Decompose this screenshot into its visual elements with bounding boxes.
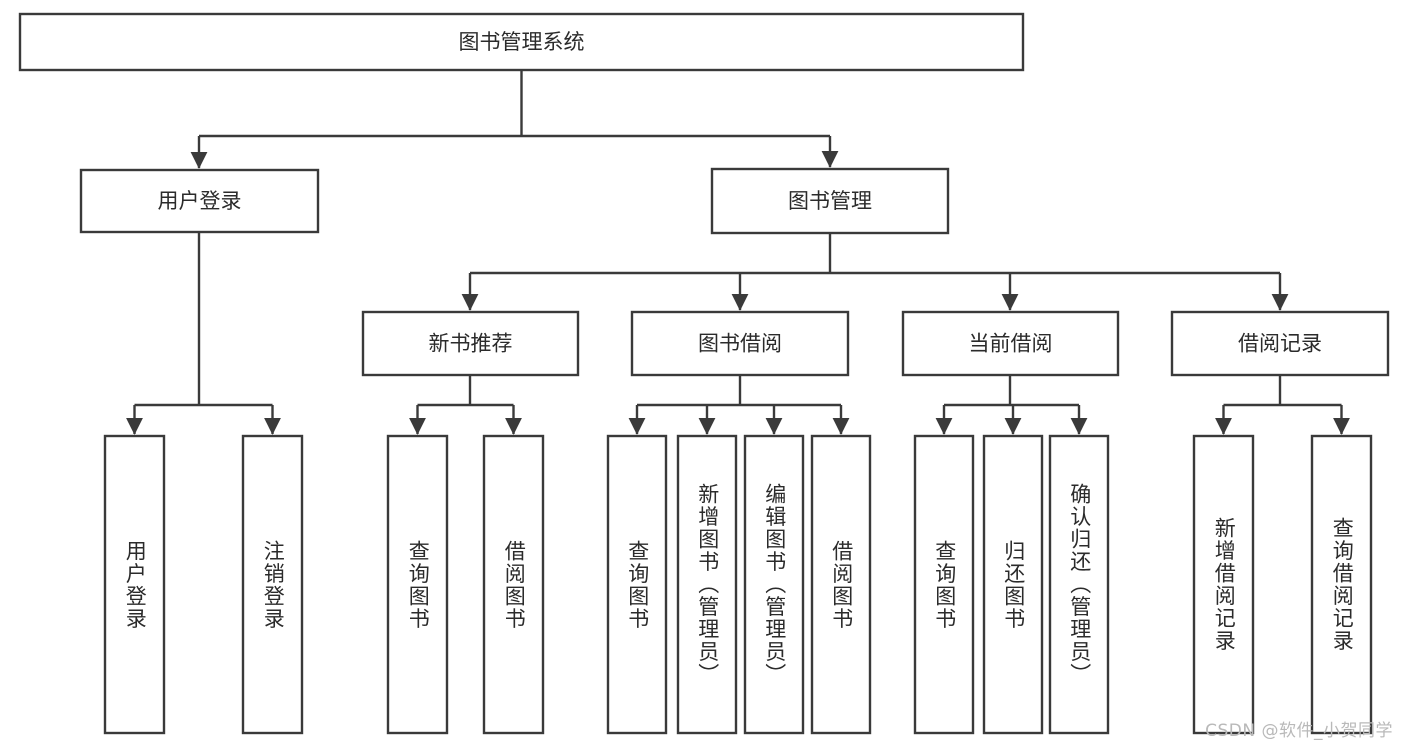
node-rect [1170, 310, 1390, 377]
node-book-borrow[interactable]: 图书借阅 [630, 310, 850, 377]
node-label: 图书管理系统 [459, 30, 585, 54]
node-label: 图书管理 [788, 189, 872, 213]
leaf-node-leaf-return-book[interactable] [982, 434, 1044, 735]
node-book-manage[interactable]: 图书管理 [710, 167, 950, 235]
leaf-node-leaf-confirm-return[interactable] [1048, 434, 1110, 735]
node-label: 当前借阅 [969, 332, 1053, 356]
leaf-node-leaf-user-login[interactable] [103, 434, 166, 735]
node-current-borrow[interactable]: 当前借阅 [901, 310, 1120, 377]
node-rect [710, 167, 950, 235]
node-label: 新书推荐 [429, 332, 513, 356]
node-user-login[interactable]: 用户登录 [79, 168, 320, 234]
leaf-rect [482, 434, 545, 735]
connector-group-user-login [126, 232, 281, 435]
leaf-rect [1192, 434, 1255, 735]
leaf-node-leaf-add-record[interactable] [1192, 434, 1255, 735]
leaf-rect [676, 434, 738, 735]
node-new-book-rec[interactable]: 新书推荐 [361, 310, 580, 377]
leaf-node-leaf-borrow-book-2[interactable] [810, 434, 872, 735]
node-label: 借阅记录 [1238, 332, 1322, 356]
connector-group-current-borrow [935, 375, 1088, 435]
node-label: 用户登录 [158, 189, 242, 213]
leaf-rect [386, 434, 449, 735]
node-rect [18, 12, 1025, 72]
leaf-rect [743, 434, 805, 735]
leaf-node-leaf-logout[interactable] [241, 434, 304, 735]
leaf-rect [606, 434, 668, 735]
node-rect [630, 310, 850, 377]
leaf-node-leaf-borrow-book-1[interactable] [482, 434, 545, 735]
leaf-node-leaf-edit-book[interactable] [743, 434, 805, 735]
node-label: 图书借阅 [698, 332, 782, 356]
node-rect [901, 310, 1120, 377]
leaf-rect [982, 434, 1044, 735]
leaf-node-leaf-query-record[interactable] [1310, 434, 1373, 735]
leaf-node-leaf-query-book-3[interactable] [913, 434, 975, 735]
leaf-rect [913, 434, 975, 735]
connector-group-root [190, 70, 839, 169]
leaf-node-leaf-query-book-2[interactable] [606, 434, 668, 735]
leaf-rect [103, 434, 166, 735]
leaf-node-leaf-query-book-1[interactable] [386, 434, 449, 735]
leaf-node-leaf-add-book[interactable] [676, 434, 738, 735]
leaf-rect [1048, 434, 1110, 735]
leaf-rect [810, 434, 872, 735]
leaf-rect [241, 434, 304, 735]
connector-group-new-book-rec [409, 375, 522, 435]
node-root[interactable]: 图书管理系统 [18, 12, 1025, 72]
leaf-rect [1310, 434, 1373, 735]
node-rect [361, 310, 580, 377]
connector-group-borrow-record [1215, 375, 1350, 435]
csdn-watermark: CSDN @软件_小贺同学 [1205, 721, 1393, 741]
connector-group-book-manage [461, 233, 1289, 311]
node-borrow-record[interactable]: 借阅记录 [1170, 310, 1390, 377]
node-rect [79, 168, 320, 234]
connector-group-book-borrow [628, 375, 850, 435]
